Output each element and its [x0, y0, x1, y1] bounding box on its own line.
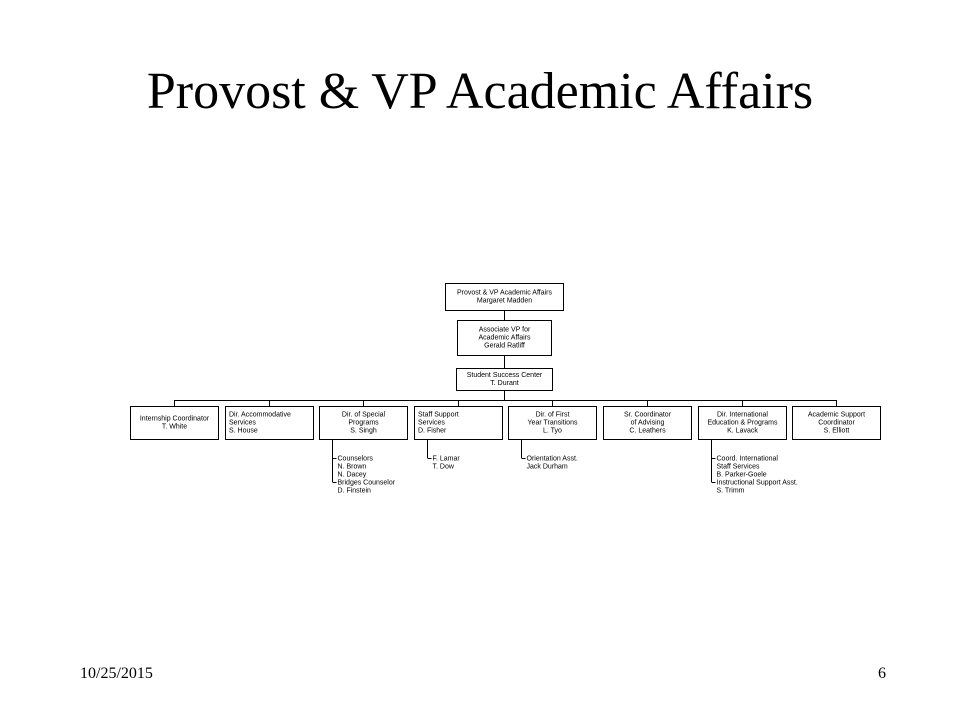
box-unit-1-label: T. White — [162, 424, 187, 431]
box-unit-5-frame — [508, 406, 597, 440]
box-unit-2-frame — [225, 406, 314, 440]
sub-item: T. Dow — [433, 464, 455, 471]
box-unit-3-frame — [319, 406, 408, 440]
box-unit-3-label: Dir. of Special — [342, 412, 386, 419]
connector-lines — [174, 311, 837, 483]
box-associate-vp-label: Academic Affairs — [478, 335, 531, 342]
footer-date: 10/25/2015 — [80, 665, 153, 682]
sub-item: Staff Services — [717, 464, 761, 471]
sub-item: Bridges Counselor — [338, 480, 396, 487]
box-unit-7-label: Education & Programs — [707, 420, 778, 427]
sub-item: S. Trimm — [717, 488, 745, 495]
sub-item: F. Lamar — [433, 456, 461, 463]
sub-item: N. Brown — [338, 464, 367, 471]
box-unit-4-label: Services — [418, 420, 445, 427]
sub-item: D. Finstein — [338, 488, 372, 495]
sub-item: N. Dacey — [338, 472, 367, 479]
box-unit-2-label: S. House — [229, 428, 258, 435]
box-unit-5-label: Dir. of First — [536, 412, 570, 419]
box-unit-4-label: Staff Support — [418, 412, 459, 419]
sub-item: Coord. International — [717, 456, 779, 463]
box-unit-7-label: K. Lavack — [727, 428, 758, 435]
box-unit-7-frame — [698, 406, 787, 440]
box-unit-3-label: S. Singh — [350, 428, 377, 435]
box-unit-6-label: of Advising — [631, 420, 665, 427]
box-unit-1-label: Internship Coordinator — [140, 416, 210, 423]
box-unit-2-label: Dir. Accommodative — [229, 412, 291, 419]
box-provost-frame — [445, 283, 564, 311]
box-unit-8-label: Academic Support — [808, 412, 865, 419]
box-unit-6-frame — [603, 406, 692, 440]
slide-title: Provost & VP Academic Affairs — [146, 63, 814, 120]
box-unit-6-label: C. Leathers — [629, 428, 666, 435]
box-unit-4-label: D. Fisher — [418, 428, 447, 435]
box-unit-8-label: S. Elliott — [824, 428, 850, 435]
sub-item: Jack Durham — [527, 464, 568, 471]
box-provost-label: Margaret Madden — [477, 298, 532, 305]
box-unit-1-frame — [130, 406, 219, 440]
sub-list-unit-5: Orientation Asst.Jack Durham — [527, 456, 578, 471]
box-unit-2-label: Services — [229, 420, 256, 427]
sub-item: Orientation Asst. — [527, 456, 578, 463]
box-associate-vp-label: Associate VP for — [479, 327, 531, 334]
sub-item: B. Parker-Goele — [717, 472, 767, 479]
box-unit-6-label: Sr. Coordinator — [624, 412, 672, 419]
box-associate-vp-label: Gerald Ratliff — [484, 343, 525, 350]
box-student-success-center-label: T. Durant — [490, 380, 518, 387]
box-unit-3-label: Programs — [348, 420, 379, 427]
box-unit-4-frame — [414, 406, 503, 440]
box-associate-vp-frame — [457, 320, 552, 356]
box-unit-7-label: Dir. International — [717, 412, 768, 419]
box-unit-8-frame — [792, 406, 881, 440]
slide-number: 6 — [878, 665, 886, 682]
box-student-success-center-label: Student Success Center — [467, 372, 543, 379]
box-unit-8-label: Coordinator — [818, 420, 855, 427]
box-student-success-center-frame — [456, 368, 553, 391]
box-unit-5-label: Year Transitions — [528, 420, 578, 427]
sub-item: Instructional Support Asst. — [717, 480, 798, 487]
sub-item: Counselors — [338, 456, 374, 463]
box-provost-label: Provost & VP Academic Affairs — [457, 290, 553, 297]
box-unit-5-label: L. Tyo — [543, 428, 562, 435]
